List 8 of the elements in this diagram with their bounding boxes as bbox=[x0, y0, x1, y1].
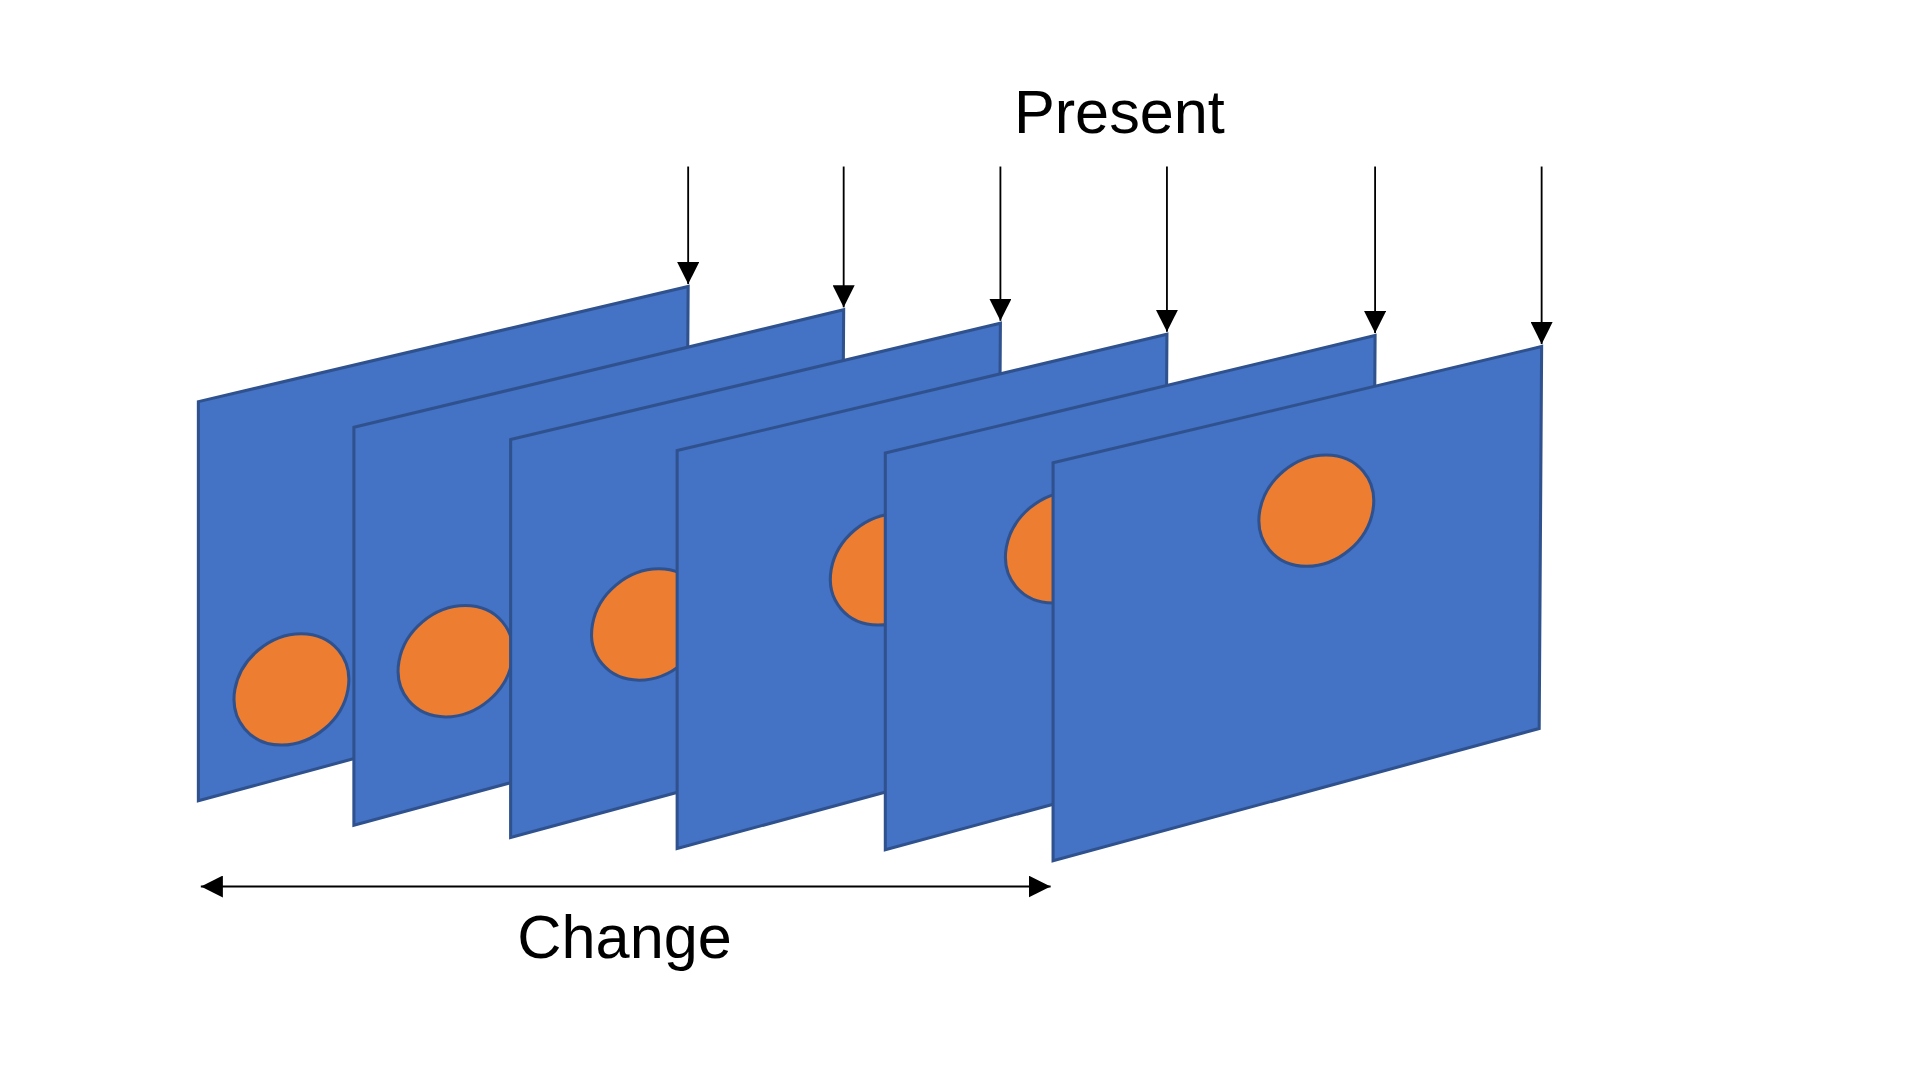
arrow bbox=[677, 165, 700, 285]
arrow bbox=[832, 165, 855, 309]
caption-text: Present bbox=[1013, 82, 1225, 144]
arrow bbox=[1530, 165, 1553, 345]
frame-drawing bbox=[1051, 344, 1544, 863]
arrow bbox=[1155, 165, 1178, 333]
arrow bbox=[989, 165, 1012, 322]
arrow bbox=[1364, 165, 1387, 334]
